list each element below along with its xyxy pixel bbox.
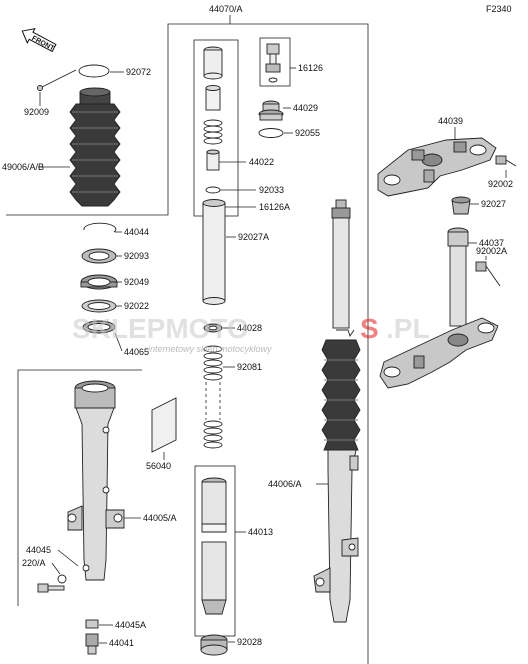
label-44005A: 44005/A bbox=[143, 513, 177, 523]
leader-220A bbox=[51, 562, 61, 575]
part-damper-rod-piece bbox=[205, 85, 221, 111]
figure-code: F2340 bbox=[486, 4, 512, 14]
label-44041: 44041 bbox=[109, 638, 134, 648]
label-92081: 92081 bbox=[237, 362, 262, 372]
label-49006AB: 49006/A/B bbox=[2, 162, 44, 172]
part-rebound-spring bbox=[203, 119, 223, 145]
part-92093-oil-seal bbox=[81, 248, 117, 264]
label-220A: 220/A bbox=[22, 558, 46, 568]
part-44041-bolt bbox=[85, 633, 99, 655]
part-92055-o-ring bbox=[258, 128, 284, 138]
watermark-brand: SKLEPMOTO bbox=[72, 313, 249, 344]
part-92002A-bolt bbox=[475, 261, 501, 287]
label-56040: 56040 bbox=[146, 461, 171, 471]
part-56040-label-sheet bbox=[151, 397, 177, 453]
label-16126A: 16126A bbox=[259, 202, 290, 212]
part-92002-bolt bbox=[495, 155, 517, 167]
part-92033-ring bbox=[205, 186, 221, 194]
label-92022: 92022 bbox=[124, 301, 149, 311]
part-44013-inner-tube bbox=[201, 477, 227, 615]
label-44045: 44045 bbox=[26, 545, 51, 555]
part-92027-collar bbox=[451, 196, 471, 215]
label-92009: 92009 bbox=[24, 107, 49, 117]
label-92072: 92072 bbox=[126, 67, 151, 77]
part-44005A-outer-tube bbox=[67, 380, 125, 581]
label-44029: 44029 bbox=[293, 103, 318, 113]
watermark-tld: .PL bbox=[386, 313, 430, 344]
part-44039-upper-bracket bbox=[377, 137, 497, 197]
part-92009-screw bbox=[37, 69, 77, 91]
label-92049: 92049 bbox=[124, 277, 149, 287]
label-44065: 44065 bbox=[124, 347, 149, 357]
label-44039: 44039 bbox=[438, 116, 463, 126]
part-44028-washer bbox=[203, 323, 223, 333]
label-92027: 92027 bbox=[481, 199, 506, 209]
label-44037: 44037 bbox=[479, 238, 504, 248]
part-92022-washer bbox=[81, 299, 117, 313]
part-damper-rod-top bbox=[203, 46, 223, 80]
part-16126-valve bbox=[265, 43, 281, 83]
part-44029-cap-bolt bbox=[258, 100, 284, 121]
assembly-outline-44070A bbox=[6, 23, 369, 664]
part-92081-fork-spring bbox=[203, 345, 223, 449]
label-92028: 92028 bbox=[237, 637, 262, 647]
label-44044: 44044 bbox=[124, 227, 149, 237]
label-92002A: 92002A bbox=[476, 246, 507, 256]
front-arrow-icon: FRONT bbox=[21, 28, 57, 53]
label-92033: 92033 bbox=[259, 185, 284, 195]
label-92002: 92002 bbox=[488, 179, 513, 189]
leader-44045 bbox=[57, 549, 79, 567]
label-44022: 44022 bbox=[249, 157, 274, 167]
watermark-mark: S bbox=[360, 313, 379, 344]
part-92028-bushing bbox=[200, 634, 228, 656]
part-49006-fork-boot bbox=[69, 87, 121, 207]
part-44045-gasket bbox=[57, 574, 67, 584]
label-92093: 92093 bbox=[124, 251, 149, 261]
part-44044-snap-ring bbox=[83, 222, 117, 233]
watermark: SKLEPMOTO S .PL internetowy sklep motocy… bbox=[72, 313, 430, 354]
group-box-44005A bbox=[17, 369, 142, 606]
watermark-tagline: internetowy sklep motocyklowy bbox=[148, 344, 272, 354]
part-92027A-spacer-tube bbox=[202, 199, 226, 305]
label-44006A: 44006/A bbox=[268, 479, 302, 489]
label-92055: 92055 bbox=[295, 128, 320, 138]
leader-44065 bbox=[114, 332, 123, 352]
label-92027A: 92027A bbox=[238, 232, 269, 242]
label-16126: 16126 bbox=[298, 63, 323, 73]
part-44065-bushing bbox=[82, 320, 116, 334]
part-92049-oil-seal bbox=[80, 274, 118, 290]
part-92072-clamp bbox=[78, 64, 110, 78]
part-44037-steering-stem bbox=[379, 227, 499, 389]
part-220A-bolt bbox=[37, 583, 65, 593]
label-44028: 44028 bbox=[237, 323, 262, 333]
part-44045A-gasket bbox=[85, 619, 99, 629]
label-44070A: 44070/A bbox=[209, 4, 243, 14]
part-44006A-fork-assembly bbox=[313, 199, 361, 623]
part-collar bbox=[206, 149, 220, 171]
label-44045A: 44045A bbox=[115, 620, 146, 630]
group-box-16126 bbox=[259, 37, 291, 87]
label-44013: 44013 bbox=[248, 527, 273, 537]
